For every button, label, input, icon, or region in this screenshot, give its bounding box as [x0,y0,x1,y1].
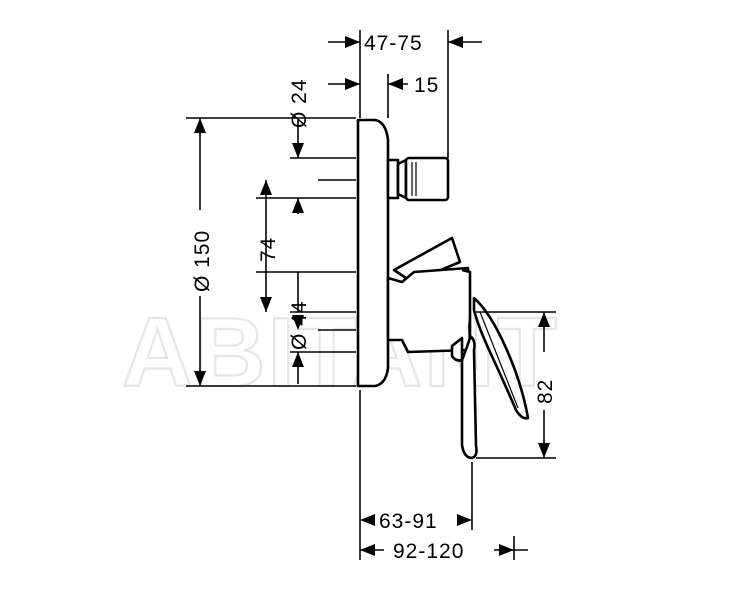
dimension-collar-offset: 15 [328,74,439,118]
dimension-label-depth-short: 63-91 [379,510,438,533]
dimension-label-plate-diameter: Ø 150 [191,230,214,292]
dimension-center-spacing: 74 [257,180,280,312]
dimension-label-depth-long: 92-120 [393,540,464,563]
extension-lines-bottom [359,390,515,560]
extension-lines-left [186,117,356,387]
dimension-label-center-spacing: 74 [257,237,280,262]
lever-handle [460,268,478,460]
dimension-label-collar-offset: 15 [414,74,439,97]
dimension-top-width: 47-75 [328,30,482,158]
dimension-spout-diameter: Ø 44 [288,272,311,384]
dimension-plate-diameter: Ø 150 [191,118,214,386]
dimension-label-spout-diameter: Ø 44 [288,300,311,350]
dimension-label-collar-diameter: Ø 24 [288,78,311,128]
dimension-depth-long: 92-120 [360,540,528,563]
product-outline [356,118,530,460]
mixer-body [386,266,472,354]
wall-plate [356,118,390,388]
dimension-label-handle-height: 82 [534,379,557,404]
lever-blade [472,296,530,420]
diverter-collar [386,158,400,200]
dimension-depth-short: 63-91 [360,510,472,533]
dimension-collar-diameter: Ø 24 [288,78,311,214]
dimension-handle-height: 82 [476,311,557,459]
dimension-label-top-width: 47-75 [364,32,423,55]
